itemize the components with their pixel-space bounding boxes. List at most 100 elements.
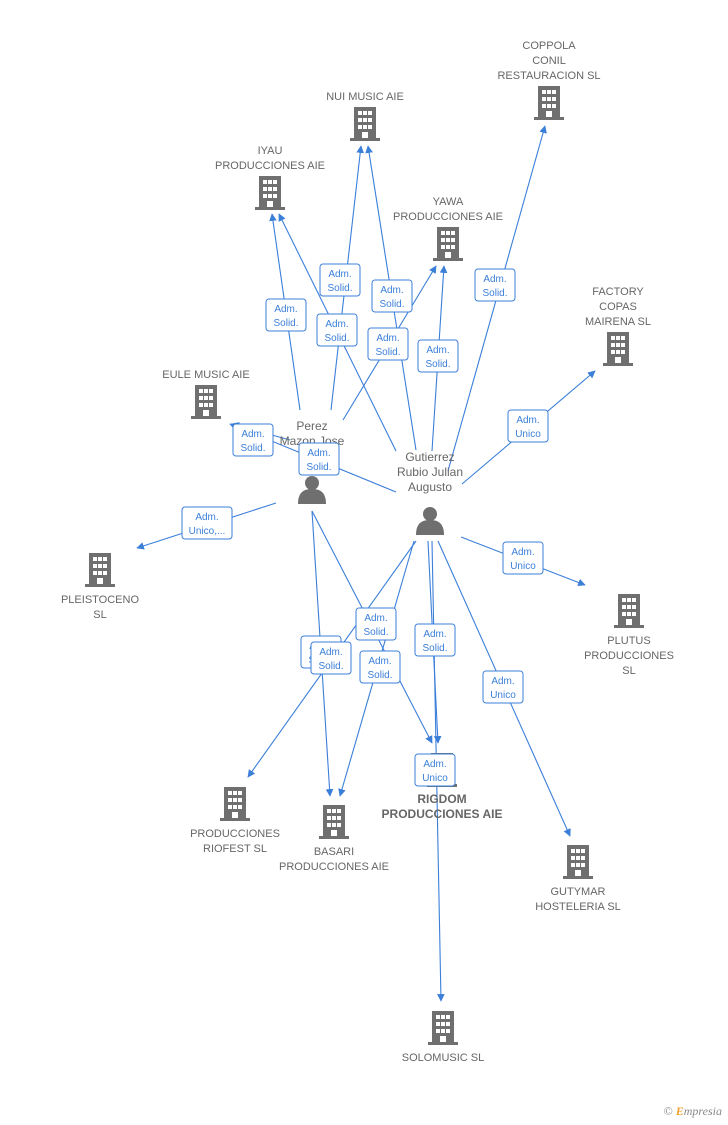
role-badge[interactable]: Adm.Solid. xyxy=(417,339,459,373)
person-label-gutierrez: Rubio Julian xyxy=(397,465,463,479)
role-badge[interactable]: Adm.Solid. xyxy=(474,268,516,302)
building-icon xyxy=(563,845,593,879)
company-node-iyau[interactable]: IYAU PRODUCCIONES AIE xyxy=(215,145,325,210)
company-label-plutus: PLUTUS xyxy=(607,635,650,647)
building-icon xyxy=(255,176,285,210)
role-badge-box xyxy=(232,423,274,457)
company-label-solomusic: SOLOMUSIC SL xyxy=(402,1052,485,1064)
role-badge-box xyxy=(502,541,544,575)
company-label-basari: PRODUCCIONES AIE xyxy=(279,861,389,873)
role-badge-text: Solid. xyxy=(324,333,349,344)
role-badge[interactable]: Adm.Unico xyxy=(502,541,544,575)
role-badge-text: Solid. xyxy=(367,670,392,681)
role-badge-box xyxy=(367,327,409,361)
company-label-coppola: COPPOLA xyxy=(522,40,576,52)
role-badge[interactable]: Adm. Solid. xyxy=(298,442,340,476)
role-badge-text: Solid. xyxy=(240,443,265,454)
role-badge[interactable]: Adm. Unico xyxy=(482,670,524,704)
company-label-nui: NUI MUSIC AIE xyxy=(326,91,404,103)
building-icon xyxy=(350,107,380,141)
company-node-nui[interactable]: NUI MUSIC AIE xyxy=(326,91,404,141)
role-badge-box xyxy=(298,442,340,476)
role-badge[interactable]: Adm. Unico,... xyxy=(181,506,233,540)
role-badge-text: Solid. xyxy=(375,347,400,358)
role-badge-box xyxy=(482,670,524,704)
footer-brand: © Empresia xyxy=(664,1104,722,1119)
role-badge-text: Solid. xyxy=(306,462,331,473)
role-badge-box xyxy=(414,753,456,787)
building-icon xyxy=(534,86,564,120)
role-badge-text: Adm. xyxy=(307,448,330,459)
building-icon xyxy=(603,332,633,366)
role-badge-text: Solid. xyxy=(318,661,343,672)
role-badge-text: Unico,... xyxy=(189,526,226,537)
role-badge-text: Adm. xyxy=(364,613,387,624)
role-badge-text: Adm. xyxy=(511,547,534,558)
building-icon xyxy=(220,787,250,821)
badges-layer: Adm. Solid. Adm. Solid. Adm. Solid. Adm. Solid.… xyxy=(181,263,549,787)
role-badge-box xyxy=(265,298,307,332)
role-badge-text: Adm. xyxy=(319,647,342,658)
role-badge-text: Adm. xyxy=(483,274,506,285)
company-label-iyau: IYAU xyxy=(258,145,283,157)
role-badge-text: Solid. xyxy=(425,359,450,370)
role-badge[interactable]: Adm.Unico xyxy=(507,409,549,443)
role-badge-text: Adm. xyxy=(376,333,399,344)
company-label-riofest: RIOFEST SL xyxy=(203,843,267,855)
role-badge-box xyxy=(507,409,549,443)
role-badge-text: Adm. xyxy=(423,629,446,640)
role-badge[interactable]: Adm. Solid. xyxy=(355,607,397,641)
role-badge-text: Solid. xyxy=(363,627,388,638)
building-icon xyxy=(433,227,463,261)
company-label-eule: EULE MUSIC AIE xyxy=(162,369,249,381)
company-node-solomusic[interactable]: SOLOMUSIC SL xyxy=(402,1011,485,1064)
role-badge-text: Solid. xyxy=(379,299,404,310)
role-badge[interactable]: Adm.Solid. xyxy=(319,263,361,297)
role-badge-text: Adm. xyxy=(423,759,446,770)
company-label-plutus: PRODUCCIONES xyxy=(584,650,674,662)
building-icon xyxy=(191,385,221,419)
company-node-eule[interactable]: EULE MUSIC AIE xyxy=(162,369,250,419)
role-badge[interactable]: Adm. Solid. xyxy=(232,423,274,457)
company-label-yawa: YAWA xyxy=(433,196,464,208)
company-label-factory: COPAS xyxy=(599,301,637,313)
building-icon xyxy=(319,805,349,839)
building-icon xyxy=(614,594,644,628)
company-label-gutymar: HOSTELERIA SL xyxy=(535,901,621,913)
role-badge-text: Unico xyxy=(422,773,448,784)
company-label-iyau: PRODUCCIONES AIE xyxy=(215,160,325,172)
role-badge-box xyxy=(310,641,352,675)
role-badge-text: Adm. xyxy=(241,429,264,440)
copyright-symbol: © xyxy=(663,1104,673,1118)
role-badge[interactable]: Adm.Solid. xyxy=(265,298,307,332)
company-label-gutymar: GUTYMAR xyxy=(551,886,606,898)
role-badge-text: Adm. xyxy=(491,676,514,687)
company-node-gutymar[interactable]: GUTYMAR HOSTELERIA SL xyxy=(535,845,621,913)
role-badge-box xyxy=(319,263,361,297)
role-badge-text: Unico xyxy=(490,690,516,701)
role-badge[interactable]: Adm. Solid. xyxy=(367,327,409,361)
company-label-coppola: RESTAURACION SL xyxy=(497,70,600,82)
role-badge-text: Adm. xyxy=(195,512,218,523)
brand-name: mpresia xyxy=(683,1104,722,1118)
company-label-basari: BASARI xyxy=(314,846,354,858)
role-badge[interactable]: Adm. Solid. xyxy=(310,641,352,675)
role-badge[interactable]: Adm. Unico xyxy=(414,753,456,787)
role-badge[interactable]: Adm.Solid. xyxy=(316,313,358,347)
company-label-pleistoceno: SL xyxy=(93,609,106,621)
company-node-basari[interactable]: BASARI PRODUCCIONES AIE xyxy=(279,805,389,873)
role-badge-text: Solid. xyxy=(327,283,352,294)
role-badge[interactable]: Adm.Solid. xyxy=(359,650,401,684)
role-badge[interactable]: Adm.Solid. xyxy=(414,623,456,657)
brand-initial: E xyxy=(675,1104,684,1118)
role-badge[interactable]: Adm.Solid. xyxy=(371,279,413,313)
